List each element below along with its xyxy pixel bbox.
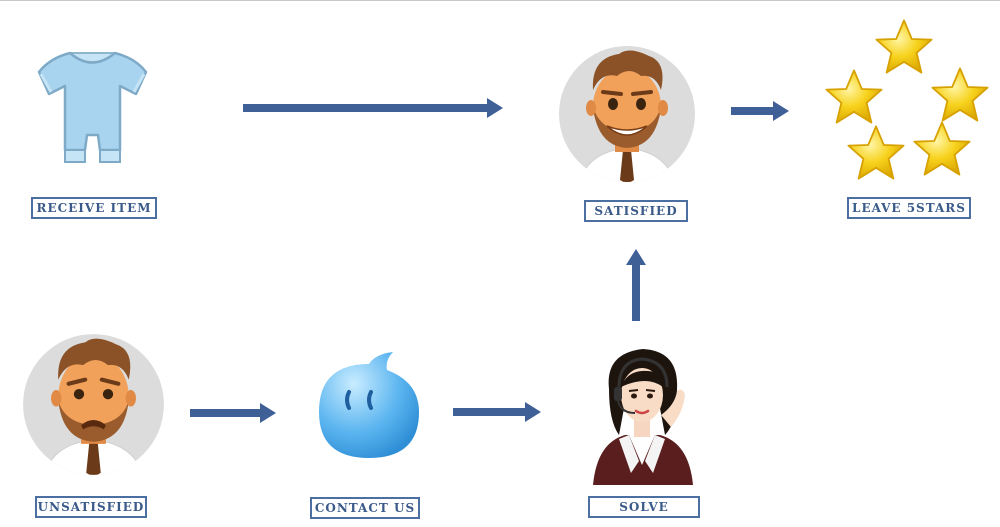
chat-bubble-icon	[319, 352, 419, 458]
arrow-unsatisfied-to-contact	[190, 403, 276, 423]
arrow-receive-to-satisfied	[243, 98, 503, 118]
stars-icon	[825, 19, 989, 180]
unsatisfied-label: UNSATISFIED	[35, 496, 147, 518]
happy-man-icon	[559, 46, 695, 182]
arrow-solve-to-satisfied	[626, 249, 646, 321]
receive-item-label: RECEIVE ITEM	[31, 197, 157, 219]
sad-man-icon	[23, 334, 164, 475]
support-agent-icon	[593, 349, 693, 485]
top-border	[0, 0, 1000, 1]
arrow-contact-to-solve	[453, 402, 541, 422]
contact-us-label: CONTACT US	[310, 497, 420, 519]
arrow-satisfied-to-stars	[731, 101, 789, 121]
onesie-icon	[37, 51, 148, 163]
leave-stars-label: LEAVE 5STARS	[847, 197, 971, 219]
solve-label: SOLVE	[588, 496, 700, 518]
satisfied-label: SATISFIED	[584, 200, 688, 222]
